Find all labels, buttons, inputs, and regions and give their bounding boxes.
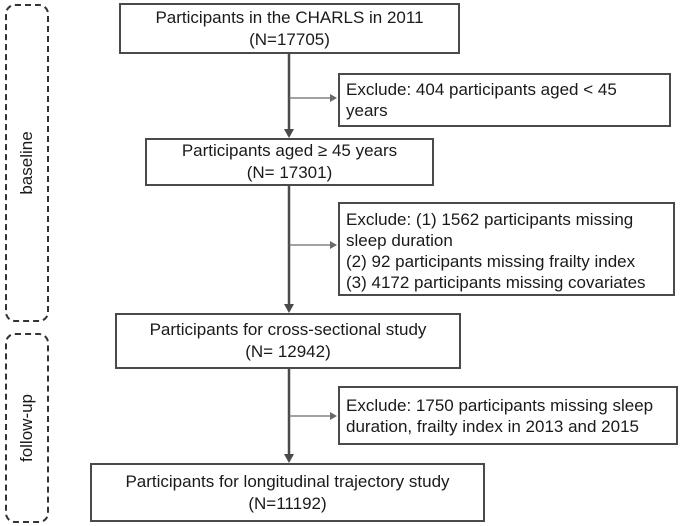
box-aged-45-count: (N= 17301) <box>246 163 333 182</box>
box-cross-sectional: Participants for cross-sectional study (… <box>115 313 461 369</box>
exclusion-1-line-1: Exclude: 404 participants aged < 45 <box>346 80 617 99</box>
exclusion-2-line-2: sleep duration <box>346 231 453 250</box>
follow-up-bracket: follow-up <box>5 333 49 523</box>
box-aged-45-title: Participants aged ≥ 45 years <box>181 141 398 160</box>
exclusion-3-line-2: duration, frailty index in 2013 and 2015 <box>346 417 639 436</box>
box-longitudinal-count: (N=11192) <box>248 493 327 513</box>
box-charls-2011-title: Participants in the CHARLS in 2011 <box>155 7 424 27</box>
baseline-bracket: baseline <box>5 4 49 322</box>
exclusion-box-3: Exclude: 1750 participants missing sleep… <box>338 386 678 445</box>
box-cross-sectional-count: (N= 12942) <box>245 342 331 361</box>
box-aged-45: Participants aged ≥ 45 years (N= 17301) <box>145 138 434 186</box>
exclusion-2-line-4: (3) 4172 participants missing covariates <box>346 273 646 292</box>
box-charls-2011: Participants in the CHARLS in 2011 (N=17… <box>119 3 460 54</box>
exclusion-2-line-1: Exclude: (1) 1562 participants missing <box>346 210 634 229</box>
box-longitudinal: Participants for longitudinal trajectory… <box>90 463 485 522</box>
box-cross-sectional-title: Participants for cross-sectional study <box>149 320 427 339</box>
exclusion-box-1: Exclude: 404 participants aged < 45 year… <box>338 73 671 127</box>
box-longitudinal-title: Participants for longitudinal trajectory… <box>125 471 450 491</box>
box-charls-2011-count: (N=17705) <box>249 29 330 49</box>
exclusion-box-2: Exclude: (1) 1562 participants missing s… <box>338 202 675 296</box>
exclusion-3-line-1: Exclude: 1750 participants missing sleep <box>346 396 654 415</box>
exclusion-2-line-3: (2) 92 participants missing frailty inde… <box>346 252 636 271</box>
exclusion-1-line-2: years <box>346 101 388 120</box>
